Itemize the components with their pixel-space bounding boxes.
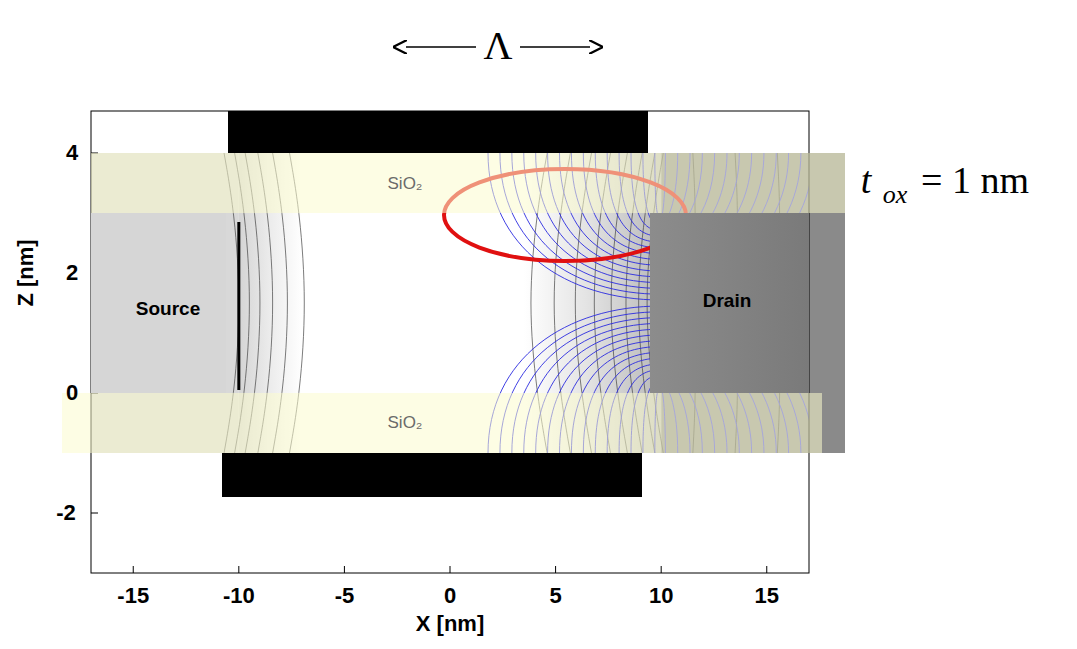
x-tick-label: 10: [649, 585, 673, 607]
z-tick-label: -2: [56, 502, 76, 524]
source-junction: [237, 222, 240, 390]
x-tick: [555, 566, 556, 573]
material-label: SiO₂: [388, 175, 423, 192]
z-tick-label: 2: [66, 262, 78, 284]
drain-region: Drain: [650, 213, 809, 393]
source-region: Source: [91, 213, 226, 393]
dimension-value: = 1 nm: [921, 161, 1029, 199]
x-tick: [344, 566, 345, 573]
x-tick: [238, 566, 239, 573]
x-tick-label: -15: [117, 585, 149, 607]
x-tick-label: -5: [335, 585, 355, 607]
x-tick-label: 5: [549, 585, 561, 607]
oxide-band: SiO₂: [62, 393, 822, 453]
length-arrow: [406, 46, 476, 48]
x-tick-label: 15: [755, 585, 779, 607]
length-symbol: Λ: [483, 26, 512, 66]
x-tick-label: 0: [444, 585, 456, 607]
z-tick: [91, 513, 98, 514]
x-tick: [766, 566, 767, 573]
x-tick: [661, 566, 662, 573]
x-tick: [450, 566, 451, 573]
thickness-symbol: t: [861, 161, 872, 199]
z-tick-label: 0: [66, 382, 78, 404]
axis-title: Z [nm]: [15, 239, 37, 306]
region-label: Source: [136, 299, 200, 318]
axis-title: X [nm]: [416, 613, 484, 635]
x-tick: [133, 566, 134, 573]
length-arrow: [520, 46, 590, 48]
top-gate: [228, 111, 648, 153]
material-label: SiO₂: [388, 414, 423, 431]
region-label: Drain: [703, 291, 752, 310]
x-tick-label: -10: [223, 585, 255, 607]
oxide-band: SiO₂: [91, 153, 845, 213]
thickness-subscript: ox: [883, 182, 908, 208]
z-tick-label: 4: [66, 142, 78, 164]
bottom-gate: [222, 453, 642, 497]
